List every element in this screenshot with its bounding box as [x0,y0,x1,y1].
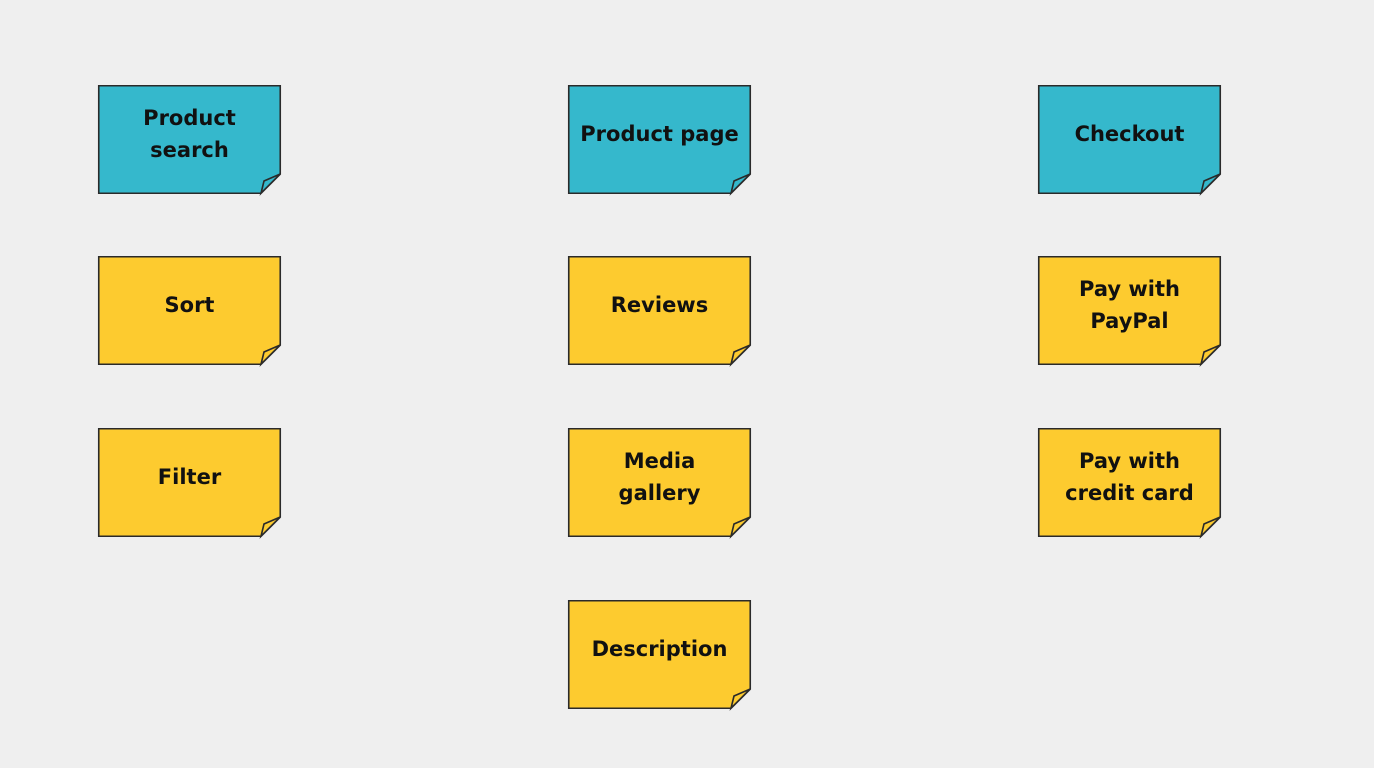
sticky-note-shape [1037,427,1222,539]
sticky-note-media-gallery[interactable]: Media gallery [567,427,752,539]
sticky-note-fold [259,516,281,539]
sticky-note-label: Product page [580,121,739,146]
sticky-note-shape [567,427,752,539]
sticky-note-label: Filter [157,464,222,489]
sticky-note-label: Checkout [1074,121,1185,146]
sticky-note-shape [567,84,752,196]
sticky-note-fold [729,688,751,711]
sticky-note-fold [1199,516,1221,539]
sticky-note-shape [97,255,282,367]
sticky-note-fold [259,173,281,196]
sticky-note-shape [567,255,752,367]
sticky-note-label: Product search [143,105,236,162]
sticky-note-pay-with-paypal[interactable]: Pay with PayPal [1037,255,1222,367]
sticky-note-shape [1037,84,1222,196]
sticky-note-reviews[interactable]: Reviews [567,255,752,367]
sticky-note-product-page[interactable]: Product page [567,84,752,196]
sticky-note-sort[interactable]: Sort [97,255,282,367]
sticky-note-label: Description [591,636,728,661]
sticky-note-filter[interactable]: Filter [97,427,282,539]
sticky-note-pay-with-credit-card[interactable]: Pay with credit card [1037,427,1222,539]
sticky-note-label: Sort [164,292,215,317]
sticky-note-label: Media gallery [618,448,701,505]
sticky-note-description[interactable]: Description [567,599,752,711]
sticky-note-fold [259,344,281,367]
sticky-note-label: Reviews [610,292,709,317]
sticky-note-fold [729,516,751,539]
sticky-note-shape [567,599,752,711]
sticky-note-checkout[interactable]: Checkout [1037,84,1222,196]
sticky-note-shape [1037,255,1222,367]
sticky-note-product-search[interactable]: Product search [97,84,282,196]
sticky-note-shape [97,84,282,196]
sticky-note-fold [1199,173,1221,196]
sticky-note-fold [729,344,751,367]
sticky-note-fold [1199,344,1221,367]
sticky-note-label: Pay with PayPal [1079,276,1180,333]
sticky-note-shape [97,427,282,539]
sticky-note-fold [729,173,751,196]
sticky-note-label: Pay with credit card [1065,448,1194,505]
